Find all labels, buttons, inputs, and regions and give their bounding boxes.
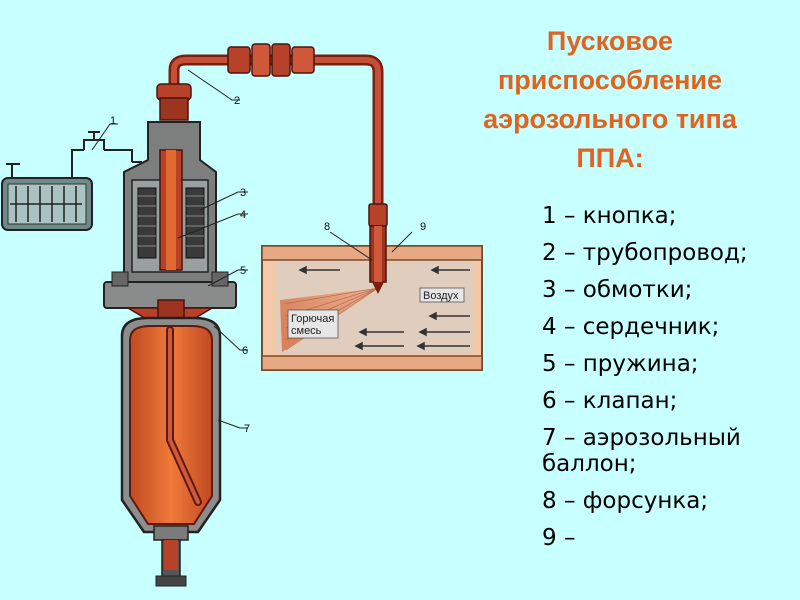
- callout-numbers: 1 2 3 4 5 6 7 8 9: [110, 95, 426, 435]
- legend-list: 1 – кнопка; 2 – трубопровод; 3 – обмотки…: [542, 203, 792, 562]
- legend-item: 7 – аэрозольный баллон;: [542, 425, 741, 477]
- callout-6: 6: [242, 345, 248, 357]
- solenoid-housing: [123, 121, 217, 283]
- leader-lines: [91, 69, 413, 429]
- top-cap: [156, 83, 192, 121]
- callout-9: 9: [420, 221, 426, 233]
- callout-8: 8: [324, 221, 330, 233]
- legend-item: 4 – сердечник;: [542, 314, 720, 340]
- mixture-label-line2: смесь: [291, 325, 322, 337]
- title-line: аэрозольного типа: [483, 104, 737, 134]
- legend-item: 1 – кнопка;: [542, 203, 677, 229]
- title-line: приспособление: [497, 65, 723, 95]
- callout-7: 7: [244, 423, 250, 435]
- battery-box: [1, 163, 93, 231]
- callout-3: 3: [240, 187, 246, 199]
- title-line: Пусковое: [546, 26, 674, 56]
- legend-item: 3 – обмотки;: [542, 277, 693, 303]
- callout-2: 2: [234, 95, 240, 107]
- injector: [369, 225, 387, 294]
- air-label: Воздух: [423, 290, 459, 302]
- duct-labels: Воздух Горючая смесь: [287, 287, 465, 339]
- mixture-label-line1: Горючая: [291, 313, 334, 325]
- aerosol-cylinder: [120, 316, 222, 587]
- callout-5: 5: [240, 265, 246, 277]
- button-switch: [71, 131, 142, 178]
- legend-item: 5 – пружина;: [542, 351, 699, 377]
- legend-item: 8 – форсунка;: [542, 488, 709, 514]
- legend-item: 6 – клапан;: [542, 388, 678, 414]
- legend-item: 9 –: [542, 525, 576, 551]
- callout-4: 4: [240, 209, 246, 221]
- pipeline: [168, 43, 388, 228]
- callout-1: 1: [110, 115, 116, 127]
- page-title: Пусковое приспособление аэрозольного тип…: [440, 22, 780, 178]
- legend-item: 2 – трубопровод;: [542, 240, 748, 266]
- title-line: ППА:: [576, 143, 644, 173]
